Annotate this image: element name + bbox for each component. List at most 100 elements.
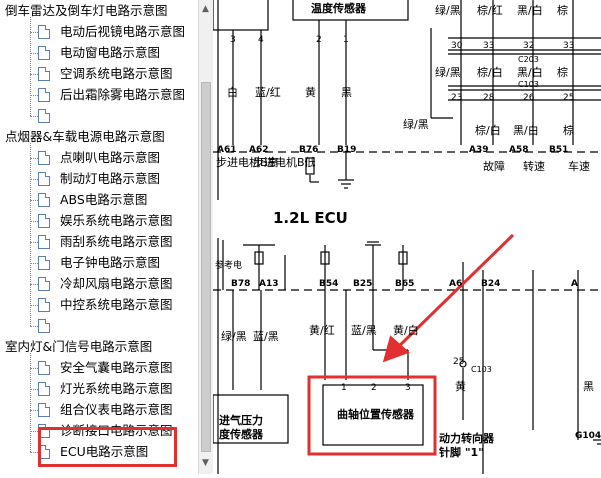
tree-connector [30, 32, 38, 33]
scroll-up-icon[interactable]: ▲ [202, 4, 209, 14]
tree-connector [30, 389, 38, 390]
diagram-label: B76 [299, 145, 318, 155]
diagram-label: A58 [509, 145, 529, 155]
tree-item-label: 灯光系统电路示意图 [60, 381, 173, 396]
diagram-label: 3 [230, 35, 236, 45]
document-icon [38, 382, 50, 396]
tree-category-label: 点烟器&车载电源电路示意图 [5, 129, 165, 144]
document-icon [38, 403, 50, 417]
tree-connector [30, 143, 31, 326]
tree-item-label: 雨刮系统电路示意图 [60, 234, 173, 249]
tree-item-label: 组合仪表电路示意图 [60, 402, 173, 417]
tree-category[interactable]: 室内灯&门信号电路示意图 [5, 337, 152, 357]
diagram-label: 黄 [305, 85, 316, 99]
diagram-label: A39 [469, 145, 489, 155]
diagram-label: 黄/白 [393, 323, 419, 337]
diagram-label: B78 [231, 279, 250, 289]
scrollbar-thumb[interactable] [201, 82, 211, 452]
diagram-label: 3 [405, 383, 411, 393]
document-icon [38, 109, 50, 123]
diagram-label: 2 [371, 383, 377, 393]
tree-item-label: 冷却风扇电路示意图 [60, 276, 173, 291]
diagram-label: 白 [227, 85, 238, 99]
tree-category[interactable]: 点烟器&车载电源电路示意图 [5, 127, 165, 147]
diagram-label: 23 [451, 93, 462, 103]
diagram-label: 棕 [557, 3, 568, 17]
diagram-label: 棕 [563, 123, 574, 137]
tree-item-label: 娱乐系统电路示意图 [60, 213, 173, 228]
diagram-label: 33 [483, 41, 494, 51]
diagram-label: B65 [395, 279, 414, 289]
document-icon [38, 277, 50, 291]
tree-connector [30, 221, 38, 222]
diagram-label: 车速 [568, 159, 590, 173]
document-icon [38, 46, 50, 60]
file-tree: 倒车雷达及倒车灯电路示意图电动后视镜电路示意图电动窗电路示意图空调系统电路示意图… [0, 0, 198, 474]
tree-category-label: 室内灯&门信号电路示意图 [5, 339, 153, 354]
diagram-label: 步进电机B高 [216, 155, 279, 169]
diagram-label: 蓝/黑 [351, 324, 377, 337]
diagram-label: 黑 [583, 380, 594, 393]
tree-connector [30, 17, 31, 116]
diagram-label: 黑/白 [517, 65, 543, 79]
tree-connector [30, 368, 38, 369]
tree-item-label: 安全气囊电路示意图 [60, 360, 173, 375]
diagram-label: C203 [518, 55, 539, 64]
diagram-label: 故障 [483, 159, 505, 173]
tree-item-label: 空调系统电路示意图 [60, 66, 173, 81]
document-icon [38, 256, 50, 270]
diagram-label: 蓝/红 [255, 86, 281, 99]
diagram-label: 绿/黑 [403, 117, 429, 131]
tree-connector [30, 263, 38, 264]
tree-item-label: 电动后视镜电路示意图 [60, 24, 186, 39]
diagram-label: 黑/白 [517, 3, 543, 17]
document-icon [38, 193, 50, 207]
tree-connector [30, 452, 38, 453]
tree-connector [30, 326, 38, 327]
scroll-down-icon[interactable]: ▼ [202, 458, 209, 468]
tree-connector [30, 95, 38, 96]
diagram-label: B24 [481, 279, 500, 289]
diagram-label: 25 [453, 357, 464, 367]
tree-item-label: ECU电路示意图 [60, 444, 149, 459]
diagram-label: 26 [523, 93, 535, 103]
diagram-label: A61 [217, 145, 237, 155]
diagram-label: 进气压力 [219, 413, 263, 427]
diagram-label: 步进电机B低 [253, 155, 316, 169]
diagram-label: 1 [341, 383, 347, 393]
tree-item-label: 中控系统电路示意图 [60, 297, 173, 312]
tree-connector [30, 242, 38, 243]
tree-item-label: 点喇叭电路示意图 [60, 150, 161, 165]
document-icon [38, 25, 50, 39]
diagram-label: 绿/黑 [221, 329, 247, 343]
diagram-label: 绿/黑 [435, 65, 461, 79]
diagram-label: 黑/白 [513, 123, 539, 137]
diagram-label: 28 [483, 93, 495, 103]
document-icon [38, 235, 50, 249]
tree-category[interactable]: 倒车雷达及倒车灯电路示意图 [5, 1, 168, 21]
tree-connector [30, 74, 38, 75]
diagram-label: 黄 [455, 379, 466, 393]
tree-connector [30, 284, 38, 285]
tree-item-label: 制动灯电路示意图 [60, 171, 161, 186]
diagram-label: 4 [258, 35, 264, 45]
document-icon [38, 361, 50, 375]
tree-connector [30, 53, 38, 54]
diagram-label: A [571, 279, 578, 289]
diagram-label: 转速 [523, 159, 545, 173]
tree-selection-highlight [38, 427, 177, 467]
document-icon [38, 67, 50, 81]
vertical-scrollbar[interactable]: ▲ ▼ [198, 0, 213, 474]
tree-connector [30, 305, 38, 306]
diagram-label: 32 [523, 41, 534, 51]
diagram-label: B19 [337, 145, 356, 155]
tree-item-label: 电动窗电路示意图 [60, 45, 161, 60]
diagram-label: 度传感器 [219, 427, 264, 441]
tree-connector [30, 410, 38, 411]
diagram-label: A6 [449, 279, 462, 289]
document-icon [38, 319, 50, 333]
tree-item-label: 电子钟电路示意图 [60, 255, 161, 270]
diagram-label: 1 [343, 35, 349, 45]
